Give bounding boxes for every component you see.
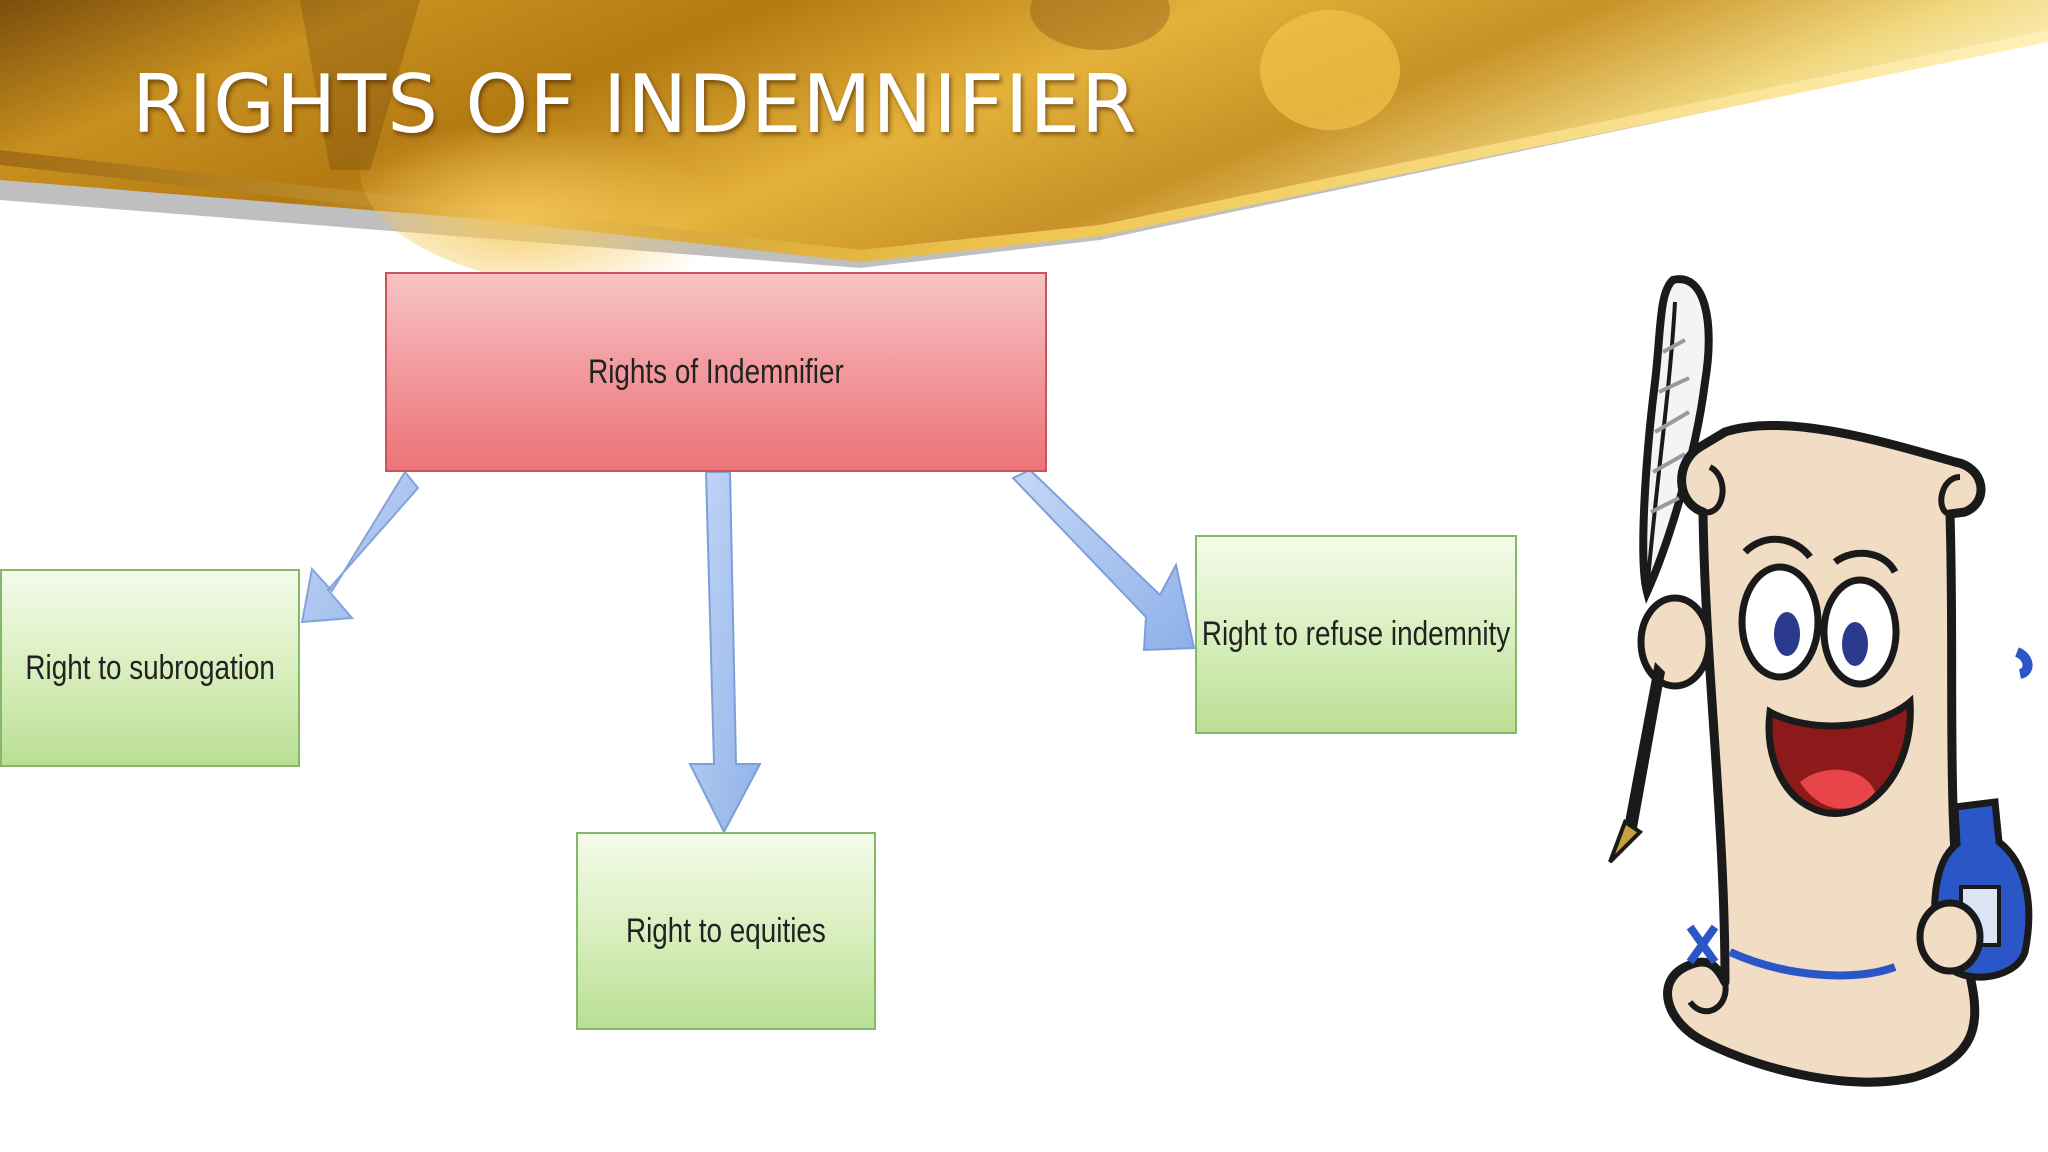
gold-banner-decoration bbox=[0, 0, 2048, 280]
arrow-to-equities bbox=[688, 471, 762, 835]
arrow-to-subrogation bbox=[300, 470, 420, 624]
slide-title: RIGHTS OF INDEMNIFIER bbox=[132, 58, 1138, 151]
node-right-to-equities: Right to equities bbox=[576, 832, 876, 1030]
node-rights-of-indemnifier: Rights of Indemnifier bbox=[385, 272, 1047, 472]
node-label: Rights of Indemnifier bbox=[588, 352, 844, 391]
scroll-mascot-with-quill-and-ink-icon bbox=[1608, 275, 2033, 1087]
node-right-to-refuse-indemnity: Right to refuse indemnity bbox=[1195, 535, 1517, 734]
arrow-to-refuse-indemnity bbox=[1011, 468, 1196, 652]
node-right-to-subrogation: Right to subrogation bbox=[0, 569, 300, 767]
node-label: Right to subrogation bbox=[25, 648, 275, 687]
node-label: Right to equities bbox=[626, 911, 826, 950]
node-label: Right to refuse indemnity bbox=[1201, 615, 1511, 653]
